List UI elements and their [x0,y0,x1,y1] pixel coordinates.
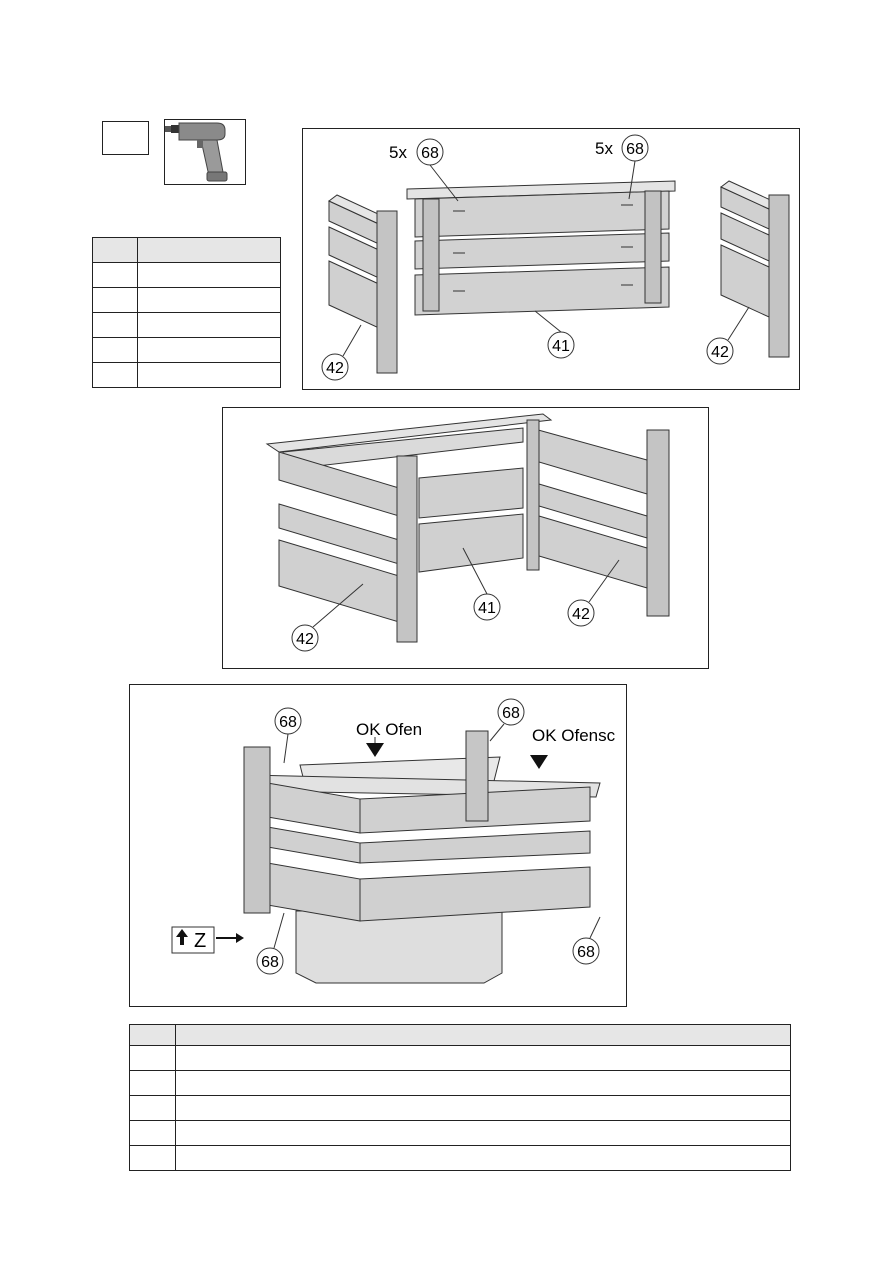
qty-label-left: 5x [389,143,407,162]
steps-table [129,1024,791,1171]
table-cell [129,1070,176,1096]
part-number-68: 68 [626,141,644,158]
z-label: Z [194,930,206,952]
up-arrow-icon [176,929,188,945]
figure-assembled-frame: 41 42 42 [222,407,709,669]
table-row [129,1145,791,1171]
table-cell [92,237,138,263]
table-cell [137,362,281,388]
parts-table [92,237,281,388]
ok-marker-triangle [530,755,548,769]
right-arrow-icon [236,933,244,943]
table-header-row [92,237,281,263]
part-number-68: 68 [577,944,595,961]
table-row [92,287,281,313]
table-row [129,1045,791,1071]
table-cell [129,1095,176,1121]
table-cell [129,1024,176,1046]
table-cell [175,1070,791,1096]
ok-ofensc-label: OK Ofensc [532,726,616,745]
part-number-68: 68 [261,954,279,971]
table-cell [137,287,281,313]
table-cell [175,1095,791,1121]
part-number-42: 42 [326,360,344,377]
callout-circle [706,337,734,365]
ok-marker-triangle [366,743,384,757]
table-cell [129,1145,176,1171]
figure-exploded-panels: 5x 68 5x 68 41 42 42 [302,128,800,390]
table-cell [175,1024,791,1046]
part-number-41: 41 [552,338,570,355]
part-number-42: 42 [572,606,590,623]
table-row [129,1095,791,1121]
table-cell [175,1045,791,1071]
table-cell [129,1120,176,1146]
part-number-68: 68 [421,145,439,162]
table-cell [175,1145,791,1171]
table-row [92,337,281,363]
enclosure-frame [243,730,601,922]
part-number-68: 68 [279,714,297,731]
table-cell [92,312,138,338]
ok-ofen-label: OK Ofen [356,720,422,739]
table-cell [92,362,138,388]
part-number-42: 42 [711,344,729,361]
table-cell [92,262,138,288]
table-header-row [129,1024,791,1046]
right-side-panel [720,180,790,358]
left-side-panel [328,194,398,374]
table-row [92,262,281,288]
table-cell [92,337,138,363]
table-cell [175,1120,791,1146]
table-cell [137,337,281,363]
table-row [129,1070,791,1096]
table-cell [137,312,281,338]
part-number-68: 68 [502,705,520,722]
qty-label-right: 5x [595,139,613,158]
frame-assembly [265,413,670,643]
table-cell [92,287,138,313]
back-panel [406,180,676,316]
table-cell [129,1045,176,1071]
table-row [92,312,281,338]
z-height-marker [171,926,215,954]
table-cell [137,262,281,288]
callout-circle [321,353,349,381]
step-number-box [102,121,149,155]
table-cell [137,237,281,263]
part-number-41: 41 [478,600,496,617]
table-row [92,362,281,388]
part-number-42: 42 [296,631,314,648]
drill-icon [164,119,246,185]
figure-stove-placement: OK Ofen OK Ofensc Z 68 68 68 68 [129,684,627,1007]
table-row [129,1120,791,1146]
